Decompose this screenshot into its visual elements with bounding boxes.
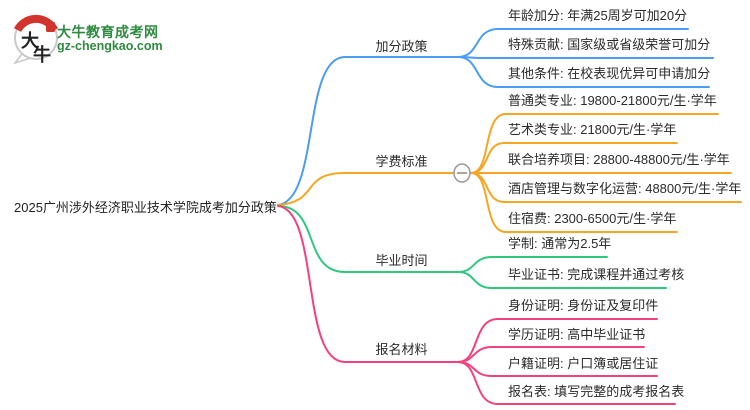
leaf-node-special-contribution[interactable]: 特殊贡献: 国家级或省级荣誉可加分	[508, 37, 711, 52]
logo-domain: gz-chengkao.com	[57, 39, 163, 53]
leaf-node-hotel-management[interactable]: 酒店管理与数字化运营: 48800元/生·学年	[508, 181, 742, 196]
branch-node-graduation[interactable]: 毕业时间	[375, 253, 428, 268]
leaf-node-general-majors[interactable]: 普通类专业: 19800-21800元/生·学年	[508, 93, 717, 108]
svg-text:大: 大	[21, 30, 39, 52]
branch-lines-graduation	[277, 205, 667, 289]
branch-lines-tuition	[277, 113, 742, 233]
svg-text:牛: 牛	[33, 44, 51, 66]
site-logo[interactable]: 大 牛 大牛教育成考网 gz-chengkao.com	[12, 12, 212, 68]
leaf-node-other-conditions[interactable]: 其他条件: 在校表现优异可申请加分	[508, 66, 711, 81]
logo-title: 大牛教育成考网	[57, 24, 159, 40]
leaf-node-study-length[interactable]: 学制: 通常为2.5年	[508, 236, 612, 251]
leaf-node-residence-proof[interactable]: 户籍证明: 户口簿或居住证	[508, 356, 659, 371]
leaf-node-age-bonus[interactable]: 年龄加分: 年满25周岁可加20分	[508, 8, 688, 23]
daniu-logo-icon: 大 牛	[12, 14, 59, 66]
leaf-node-identity-proof[interactable]: 身份证明: 身份证及复印件	[508, 298, 659, 313]
leaf-node-joint-program[interactable]: 联合培养项目: 28800-48800元/生·学年	[508, 152, 730, 167]
root-topic-node[interactable]: 2025广州涉外经济职业技术学院成考加分政策	[14, 200, 277, 215]
branch-node-bonus-policy[interactable]: 加分政策	[375, 39, 428, 54]
leaf-node-application-form[interactable]: 报名表: 填写完整的成考报名表	[508, 384, 685, 399]
branch-lines-materials	[277, 205, 676, 405]
branch-lines-bonus-policy	[277, 28, 714, 206]
branch-node-materials[interactable]: 报名材料	[375, 342, 428, 357]
leaf-node-diploma[interactable]: 毕业证书: 完成课程并通过考核	[508, 267, 685, 282]
leaf-node-accommodation-fee[interactable]: 住宿费: 2300-6500元/生·学年	[508, 211, 677, 226]
leaf-node-art-majors[interactable]: 艺术类专业: 21800元/生·学年	[508, 122, 677, 137]
leaf-node-education-proof[interactable]: 学历证明: 高中毕业证书	[508, 327, 646, 342]
collapse-toggle-icon[interactable]	[453, 163, 471, 183]
branch-node-tuition[interactable]: 学费标准	[375, 154, 428, 169]
